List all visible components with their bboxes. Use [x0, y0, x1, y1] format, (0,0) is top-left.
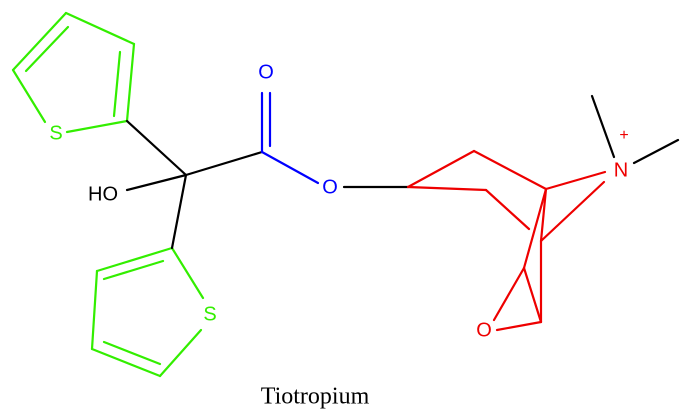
atom-sulfur-top: S — [49, 122, 62, 144]
bond — [11, 68, 47, 124]
bond — [539, 187, 548, 243]
bond — [112, 50, 122, 118]
n-methyl-bonds — [590, 94, 680, 165]
bond — [158, 328, 203, 378]
bond — [544, 170, 607, 191]
bond — [590, 94, 616, 159]
atom-nitrogen: N — [614, 159, 628, 181]
bond — [125, 173, 188, 192]
atom-ester-oxygen: O — [322, 176, 338, 198]
ester-group — [260, 91, 320, 185]
thiophene-ring-top — [11, 11, 136, 134]
bond — [184, 150, 264, 177]
bond — [65, 119, 129, 134]
bond — [406, 149, 476, 189]
bond — [125, 42, 136, 123]
bond — [522, 187, 548, 270]
bond — [170, 246, 205, 300]
bond — [495, 320, 543, 332]
tropane-skeleton — [406, 149, 607, 332]
bond — [90, 347, 162, 378]
bond — [522, 266, 543, 324]
molecule-name: Tiotropium — [261, 384, 370, 410]
bond — [24, 25, 70, 73]
bond — [102, 259, 165, 281]
central-carbon-bonds — [125, 119, 410, 250]
atom-hydroxyl: HO — [88, 183, 118, 205]
bond — [64, 11, 136, 46]
atom-epoxide-oxygen: O — [476, 319, 492, 341]
bond — [406, 185, 488, 192]
bond — [632, 138, 680, 165]
bond — [95, 246, 174, 273]
bond — [472, 149, 548, 191]
bond — [539, 180, 606, 243]
bond — [492, 266, 526, 322]
bond — [102, 340, 162, 366]
bond — [90, 269, 99, 351]
nitrogen-charge: + — [619, 127, 628, 144]
atom-carbonyl-oxygen: O — [258, 61, 274, 83]
bond — [125, 119, 188, 177]
atom-sulfur-bottom: S — [203, 303, 216, 325]
bond — [170, 173, 188, 250]
bond — [260, 150, 320, 185]
thiophene-ring-bottom — [90, 246, 205, 378]
bond — [484, 188, 531, 231]
bond — [11, 11, 68, 72]
